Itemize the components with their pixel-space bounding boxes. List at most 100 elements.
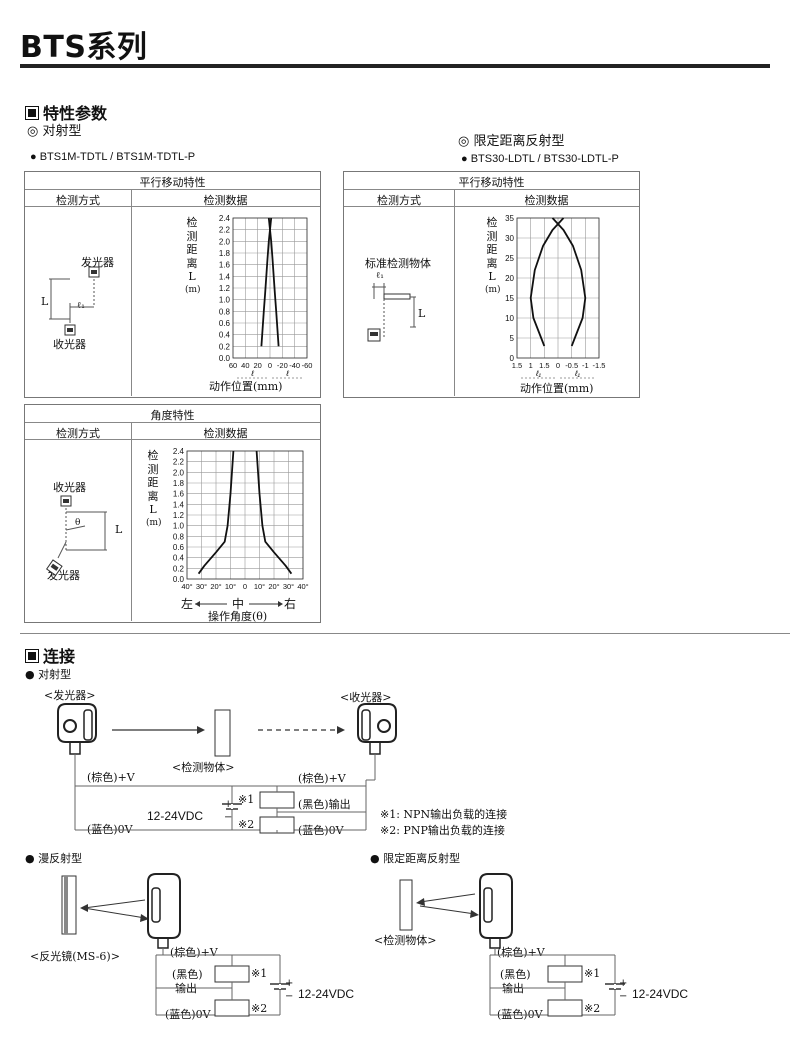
limited-parallel-table: 平行移动特性 检测方式 检测数据 标准检测物体 L ℓ₁ 检 测 距 离 L (… xyxy=(343,171,640,398)
limited-voltage: 12-24VDC xyxy=(632,987,689,1001)
x-tick-label: -0.5 xyxy=(565,361,578,370)
series-line xyxy=(529,217,565,347)
y-tick-label: 10 xyxy=(505,314,514,323)
connection-heading-text: 连接 xyxy=(43,647,76,666)
ylabel-char: L xyxy=(149,503,157,516)
angle-right: 右 xyxy=(284,597,297,611)
ylabel-char: 距 xyxy=(186,243,198,256)
series-line xyxy=(260,217,273,347)
x-tick-label: -1 xyxy=(582,361,589,370)
y-tick-label: 0.6 xyxy=(219,319,231,328)
mark1: ※1 xyxy=(238,793,255,806)
thru-wiring-diagram xyxy=(57,703,397,834)
limited-label: ◎ 限定距离反射型 xyxy=(458,134,565,149)
ylabel-char: 离 xyxy=(186,256,198,270)
diffuse-brown: (棕色)+V xyxy=(170,946,218,959)
y-tick-label: 0.0 xyxy=(173,575,185,584)
y-tick-label: 2.4 xyxy=(219,214,231,223)
receiver-lens-icon xyxy=(67,328,73,332)
y-axis-label: 检 测 距 离 L (m) xyxy=(185,216,201,297)
y-tick-label: 1.4 xyxy=(219,272,231,281)
divider xyxy=(25,422,320,423)
y-tick-label: 0.6 xyxy=(173,543,185,552)
characteristics-heading-text: 特性参数 xyxy=(43,104,108,123)
series-line xyxy=(197,450,235,575)
x-tick-label: 0 xyxy=(556,361,560,370)
x-tick-label: 1.5 xyxy=(539,361,549,370)
y-tick-label: 2.0 xyxy=(173,468,185,477)
limited-mark1: ※1 xyxy=(584,967,601,980)
dim-l1: ℓ₁ xyxy=(376,271,384,281)
wire-brown-left: (棕色)+V xyxy=(87,771,135,784)
divider xyxy=(454,189,455,396)
x-axis-label: 动作位置(mm) xyxy=(209,380,283,393)
y-tick-label: 1.0 xyxy=(173,522,185,531)
emitter-lens-icon xyxy=(50,563,59,571)
thru-conn-label: ● 对射型 xyxy=(25,668,72,681)
object-icon xyxy=(214,709,231,757)
x-tick-label: -20 xyxy=(277,361,288,370)
x-tick-label: -40 xyxy=(289,361,300,370)
angle-center: 中 xyxy=(232,597,245,611)
ylabel-char: 检 xyxy=(186,216,198,229)
ylabel-char: (m) xyxy=(146,517,162,528)
table-title: 角度特性 xyxy=(150,409,195,422)
conn-object: <检测物体> xyxy=(172,761,235,774)
object-label: 标准检测物体 xyxy=(365,257,431,270)
thru-parallel-table: 平行移动特性 检测方式 检测数据 发光器 收光器 L ℓ₁ 检 测 距 离 L … xyxy=(24,171,321,398)
thru-parallel-chart: 2.42.22.01.81.61.41.21.00.80.60.40.20.06… xyxy=(219,214,312,379)
ylabel-char: L xyxy=(188,270,196,283)
x-tick-label: 1 xyxy=(529,361,533,370)
ylabel-char: 测 xyxy=(186,229,198,243)
object-icon xyxy=(383,293,411,300)
ylabel-char: (m) xyxy=(185,284,201,295)
ylabel-char: 检 xyxy=(147,449,159,462)
y-tick-label: 0.2 xyxy=(219,342,231,351)
y-tick-label: 25 xyxy=(505,254,514,263)
angle-arrows xyxy=(195,601,283,607)
y-tick-label: 2.4 xyxy=(173,447,185,456)
connection-heading: 连接 xyxy=(25,643,75,667)
wire-black-out: (黑色)输出 xyxy=(298,798,351,811)
divider xyxy=(131,189,132,396)
x-tick-label: 20° xyxy=(210,582,221,591)
limited-mark2: ※2 xyxy=(584,1002,601,1015)
y-tick-label: 0.4 xyxy=(173,554,185,563)
x-tick-label: 0 xyxy=(268,361,272,370)
thru-angle-table: 角度特性 检测方式 检测数据 收光器 发光器 L θ 检 测 距 离 L (m)… xyxy=(24,404,321,623)
note-pnp: ※2: PNP输出负载的连接 xyxy=(380,824,505,837)
divider xyxy=(25,206,320,207)
conn-emitter: <发光器> xyxy=(44,689,96,702)
col-data: 检测数据 xyxy=(203,427,248,440)
y-tick-label: 1.8 xyxy=(219,249,231,258)
ylabel-char: 离 xyxy=(486,256,498,270)
y-tick-label: 0.4 xyxy=(219,331,231,340)
emitter-sensor-icon xyxy=(57,703,97,755)
characteristics-heading: 特性参数 xyxy=(25,100,107,124)
limited-conn-label: ● 限定距离反射型 xyxy=(370,852,461,865)
receiver-sensor-icon xyxy=(357,703,397,755)
divider xyxy=(25,439,320,440)
supply-voltage: 12-24VDC xyxy=(147,809,204,823)
divider xyxy=(25,189,320,190)
square-bullet-icon xyxy=(25,649,39,663)
plot-frame xyxy=(232,217,308,359)
col-data: 检测数据 xyxy=(524,194,569,207)
emitter-label: 发光器 xyxy=(81,256,114,269)
dim-L: L xyxy=(418,307,426,320)
series-line xyxy=(255,450,293,575)
ylabel-char: 测 xyxy=(147,462,159,476)
receiver-label: 收光器 xyxy=(53,338,86,351)
emitter-lens-icon xyxy=(91,270,97,274)
limited-sensor-icon xyxy=(479,873,513,949)
y-tick-label: 0.8 xyxy=(173,532,185,541)
section-divider xyxy=(20,633,790,634)
note-npn: ※1: NPN输出负载的连接 xyxy=(380,808,508,821)
y-tick-label: 1.2 xyxy=(173,511,185,520)
table-title: 平行移动特性 xyxy=(458,176,525,189)
limited-model: ● BTS30-LDTL / BTS30-LDTL-P xyxy=(461,153,619,165)
y-tick-label: 1.4 xyxy=(173,500,185,509)
dim-l1: ℓ₁ xyxy=(77,301,85,311)
table-title: 平行移动特性 xyxy=(139,176,206,189)
diffuse-wiring-diagram xyxy=(61,873,290,1017)
